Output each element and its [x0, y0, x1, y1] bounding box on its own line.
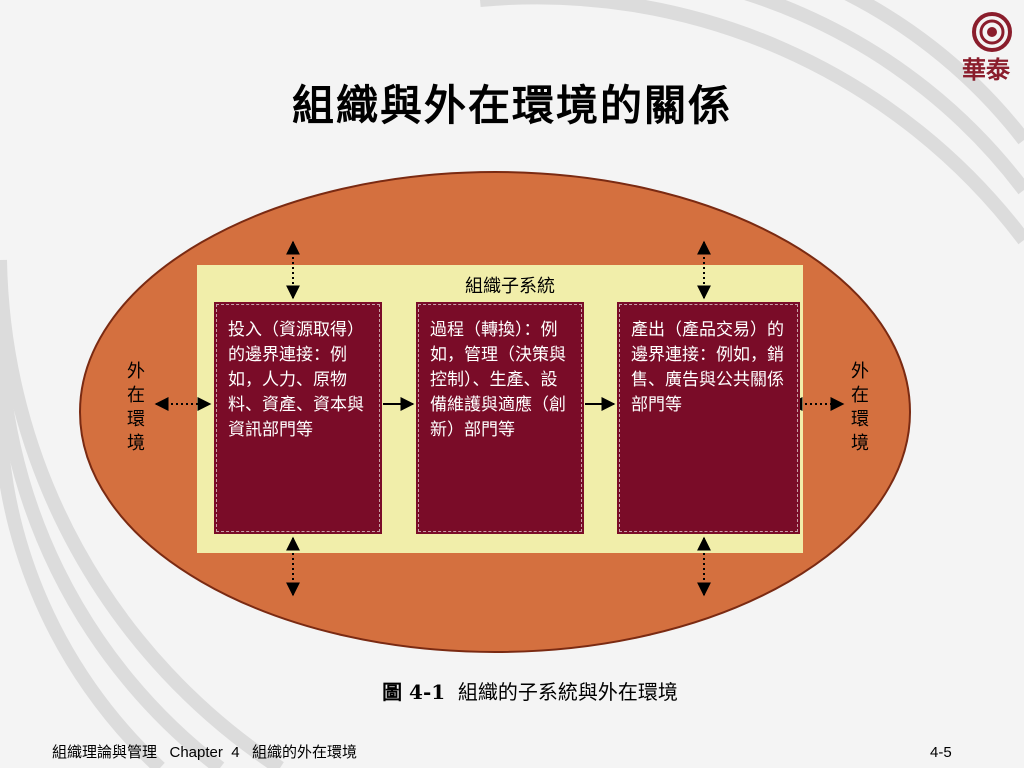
- footer-course-info: 組織理論與管理 Chapter 4 組織的外在環境: [52, 744, 358, 761]
- logo-emblem-icon: [972, 12, 1012, 52]
- environment-label-left: 外在環境: [127, 361, 145, 454]
- figure-caption-text: 組織的子系統與外在環境: [457, 680, 678, 704]
- environment-label-right: 外在環境: [851, 361, 869, 454]
- process-box: 過程（轉換）：例如，管理（決策與控制）、生產、設備維護與適應（創新）部門等: [416, 302, 584, 534]
- figure-number: 圖 4-1: [382, 680, 446, 704]
- page-number: 4-5: [930, 744, 952, 761]
- input-boundary-box: 投入（資源取得）的邊界連接：例如，人力、原物料、資產、資本與資訊部門等: [214, 302, 382, 534]
- output-boundary-box: 產出（產品交易）的邊界連接：例如，銷售、廣告與公共關係部門等: [617, 302, 800, 534]
- figure-caption: 圖 4-1 組織的子系統與外在環境: [0, 676, 1024, 705]
- subsystem-label: 組織子系統: [465, 276, 555, 297]
- logo-text: 華泰: [962, 55, 1010, 84]
- slide-title: 組織與外在環境的關係: [291, 81, 732, 130]
